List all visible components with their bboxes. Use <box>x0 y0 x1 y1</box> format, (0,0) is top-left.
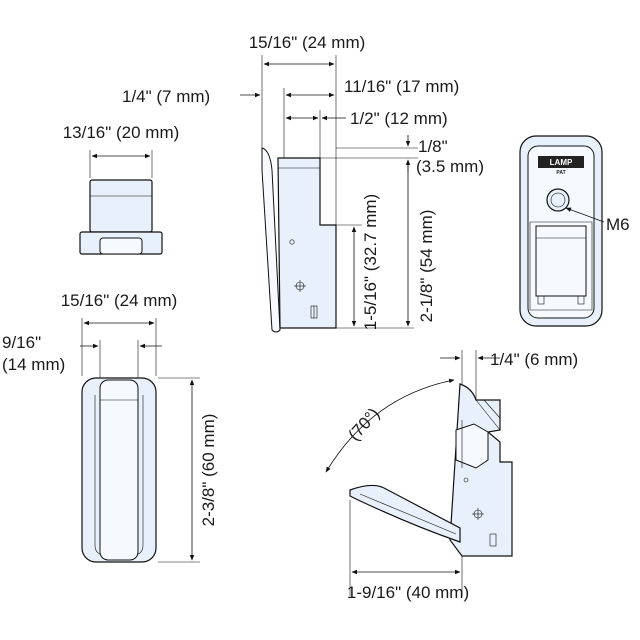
side-view: 15/16" (24 mm) 11/16" (17 mm) 1/4" (7 mm… <box>122 33 484 333</box>
front-view: 15/16" (24 mm) 9/16" (14 mm) 2-3/8" (60 … <box>2 291 218 563</box>
thread-label: M6 <box>606 215 630 234</box>
brand-mark: PAT <box>556 170 565 176</box>
front-width-label: 15/16" (24 mm) <box>61 291 178 310</box>
side-3-5-label-b: (3.5 mm) <box>416 157 484 176</box>
side-54-label: 2-1/8" (54 mm) <box>417 210 436 323</box>
front-inner-width-label-a: 9/16" <box>2 333 41 352</box>
side-12-label: 1/2" (12 mm) <box>350 109 448 128</box>
open-6-label: 1/4" (6 mm) <box>490 350 578 369</box>
side-32-7-label: 1-5/16" (32.7 mm) <box>361 194 380 330</box>
side-3-5-label-a: 1/8" <box>418 137 448 156</box>
side-width-label: 15/16" (24 mm) <box>249 33 366 52</box>
side-7-label: 1/4" (7 mm) <box>122 87 210 106</box>
open-40-label: 1-9/16" (40 mm) <box>347 583 469 602</box>
side-17-label: 11/16" (17 mm) <box>344 77 459 96</box>
front-inner-width-label-b: (14 mm) <box>2 355 65 374</box>
brand-logo: LAMP <box>550 158 573 167</box>
front-height-label: 2-3/8" (60 mm) <box>199 414 218 527</box>
open-view: 1/4" (6 mm) (70°) 1-9/16" (40 mm) <box>325 350 578 602</box>
top-view-width-label: 13/16" (20 mm) <box>63 123 180 142</box>
top-view: 13/16" (20 mm) <box>63 123 180 255</box>
rear-view: LAMP PAT M6 <box>519 135 630 327</box>
